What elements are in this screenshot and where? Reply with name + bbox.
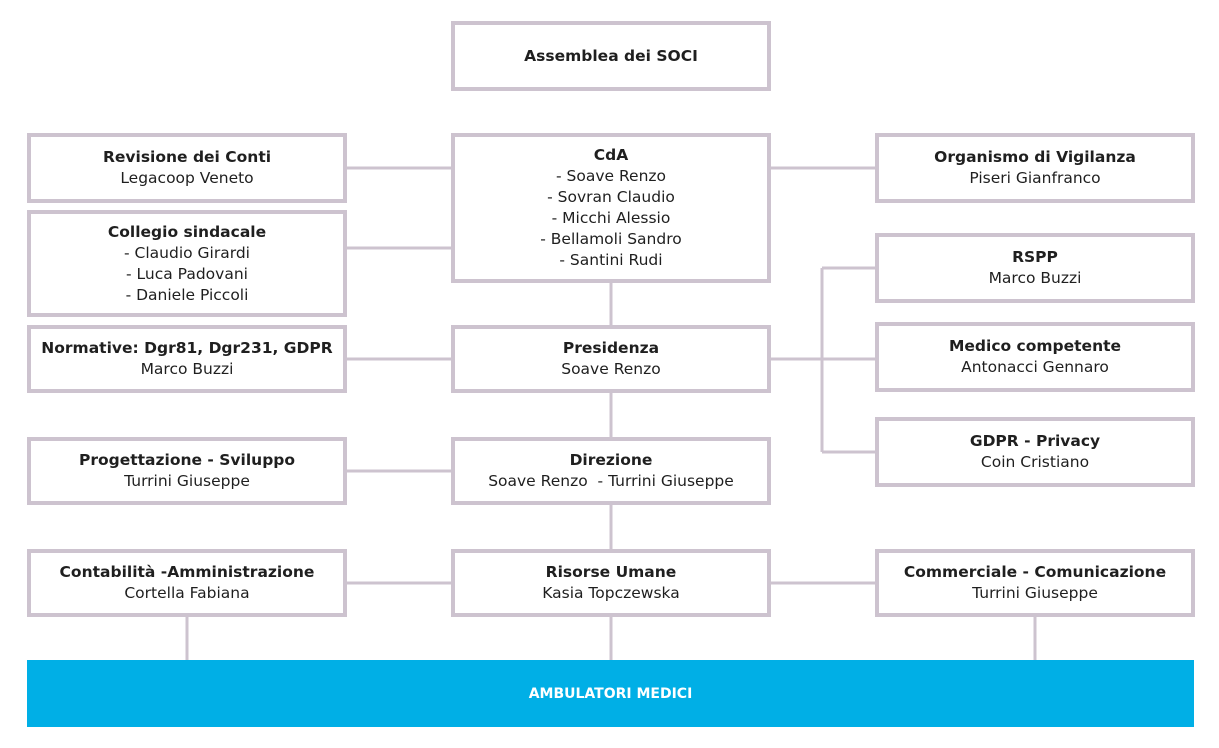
normative-box: Normative: Dgr81, Dgr231, GDPR Marco Buz… xyxy=(27,325,347,393)
collegio-title: Collegio sindacale xyxy=(107,222,267,241)
ambulatori-banner-label: AMBULATORI MEDICI xyxy=(528,685,693,702)
medico-title: Medico competente xyxy=(948,337,1122,355)
gdpr-title: GDPR - Privacy xyxy=(969,432,1101,450)
vigilanza-title: Organismo di Vigilanza xyxy=(934,148,1136,166)
cda-member: - Santini Rudi xyxy=(559,251,663,269)
direzione-name: Soave Renzo - Turrini Giuseppe xyxy=(488,472,734,490)
gdpr-name: Coin Cristiano xyxy=(980,453,1090,471)
cda-member: - Sovran Claudio xyxy=(547,188,675,206)
collegio-member: - Luca Padovani xyxy=(126,264,248,283)
ambulatori-banner: AMBULATORI MEDICI xyxy=(27,660,1194,727)
rspp-name: Marco Buzzi xyxy=(988,269,1082,287)
cda-members: - Soave Renzo - Sovran Claudio - Micchi … xyxy=(540,166,681,271)
progettazione-box: Progettazione - Sviluppo Turrini Giusepp… xyxy=(27,437,347,505)
cda-member: - Micchi Alessio xyxy=(551,209,671,227)
medico-name: Antonacci Gennaro xyxy=(961,358,1109,376)
presidenza-name: Soave Renzo xyxy=(561,360,661,378)
revisione-box: Revisione dei Conti Legacoop Veneto xyxy=(27,133,347,203)
revisione-name: Legacoop Veneto xyxy=(120,169,254,187)
cda-member: - Bellamoli Sandro xyxy=(540,230,682,248)
rspp-box: RSPP Marco Buzzi xyxy=(875,233,1195,303)
vigilanza-name: Piseri Gianfranco xyxy=(969,169,1101,187)
direzione-box: Direzione Soave Renzo - Turrini Giuseppe xyxy=(451,437,771,505)
cda-member: - Soave Renzo xyxy=(555,167,667,185)
cda-title: CdA xyxy=(593,146,629,164)
vigilanza-box: Organismo di Vigilanza Piseri Gianfranco xyxy=(875,133,1195,203)
assemblea-box: Assemblea dei SOCI xyxy=(451,21,771,91)
normative-name: Marco Buzzi xyxy=(140,360,234,378)
cda-box: CdA - Soave Renzo - Sovran Claudio - Mic… xyxy=(451,133,771,283)
gdpr-box: GDPR - Privacy Coin Cristiano xyxy=(875,417,1195,487)
contabilita-box: Contabilità -Amministrazione Cortella Fa… xyxy=(27,549,347,617)
presidenza-title: Presidenza xyxy=(562,339,660,357)
risorse-name: Kasia Topczewska xyxy=(542,584,680,602)
collegio-member: - Daniele Piccoli xyxy=(125,285,249,304)
collegio-members: - Claudio Girardi - Luca Padovani - Dani… xyxy=(124,243,250,306)
risorse-title: Risorse Umane xyxy=(545,563,677,581)
collegio-box: Collegio sindacale - Claudio Girardi - L… xyxy=(27,210,347,317)
progettazione-title: Progettazione - Sviluppo xyxy=(78,451,296,469)
contabilita-title: Contabilità -Amministrazione xyxy=(59,563,315,581)
progettazione-name: Turrini Giuseppe xyxy=(124,472,250,490)
commerciale-name: Turrini Giuseppe xyxy=(972,584,1098,602)
contabilita-name: Cortella Fabiana xyxy=(124,584,250,602)
assemblea-title: Assemblea dei SOCI xyxy=(524,46,698,65)
collegio-member: - Claudio Girardi xyxy=(124,243,250,262)
risorse-box: Risorse Umane Kasia Topczewska xyxy=(451,549,771,617)
revisione-title: Revisione dei Conti xyxy=(102,148,272,166)
commerciale-title: Commerciale - Comunicazione xyxy=(903,563,1167,581)
commerciale-box: Commerciale - Comunicazione Turrini Gius… xyxy=(875,549,1195,617)
medico-box: Medico competente Antonacci Gennaro xyxy=(875,322,1195,392)
presidenza-box: Presidenza Soave Renzo xyxy=(451,325,771,393)
rspp-title: RSPP xyxy=(1012,248,1058,266)
normative-title: Normative: Dgr81, Dgr231, GDPR xyxy=(41,339,333,357)
direzione-title: Direzione xyxy=(569,451,653,469)
